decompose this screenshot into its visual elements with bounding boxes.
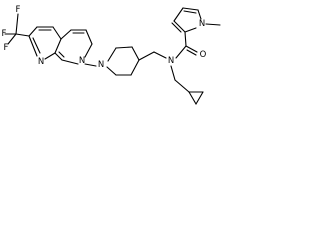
bonds	[4, 7, 221, 105]
bond-naph-pip	[84, 63, 97, 67]
bond-carbonyl-pyrrole	[184, 31, 187, 47]
bond-naph-a	[28, 26, 38, 37]
atom-n-piperidine: N	[98, 60, 104, 70]
bond-naph-c	[52, 26, 62, 40]
atom-n-amide: N	[168, 56, 174, 66]
atom-o-carbonyl: O	[200, 50, 207, 60]
atom-n-naphthyridine-lower: N	[38, 57, 44, 67]
atom-n-pyrrole: N	[199, 19, 205, 29]
bond-pip-ch2	[138, 51, 155, 61]
bond-namide-carbonyl	[175, 45, 187, 59]
bond-cp-b	[195, 91, 204, 105]
bond-pyr-c	[182, 7, 199, 11]
atom-f-bottom: F	[4, 43, 9, 53]
bond-naph-f2	[32, 37, 41, 54]
bond-pyr-a2	[171, 22, 182, 33]
bond-pyrrole-methyl	[205, 23, 221, 26]
bond-naph-l2	[58, 51, 65, 58]
bond-cf3-f-top	[15, 13, 19, 35]
atom-n-naphthyridine-right: N	[79, 56, 85, 66]
bond-pip-f	[106, 66, 117, 76]
bond-cf3-ring	[15, 33, 30, 37]
atom-f-left: F	[2, 29, 7, 39]
bond-naph-f	[28, 35, 38, 57]
bond-naph-j	[84, 43, 93, 58]
molecule-structure: F F F N N N N O N	[2, 5, 221, 105]
bond-ch2-namide	[153, 51, 167, 59]
bond-pip-b	[115, 46, 133, 49]
atom-labels: F F F N N N N O N	[2, 5, 207, 70]
bond-carbonyl-o	[185, 45, 198, 53]
bond-pyr-b	[173, 7, 184, 22]
bond-naph-l	[54, 52, 63, 61]
bond-namide-ch2	[170, 65, 176, 81]
bond-cf3-f-bottom	[7, 33, 17, 45]
bond-naph-g	[60, 29, 72, 40]
atom-f-top: F	[16, 5, 21, 15]
bond-naph-k	[61, 59, 79, 65]
bond-ch2-cyclopropyl	[174, 79, 190, 93]
bond-pip-d	[130, 59, 140, 76]
bond-cp-c	[188, 91, 197, 105]
bond-carbonyl-o2	[186, 49, 197, 56]
bond-pyr-c2	[183, 10, 197, 14]
bond-pyr-a	[173, 20, 186, 33]
bond-pyr-d	[197, 9, 202, 20]
bond-naph-i	[85, 29, 93, 45]
bond-naph-d	[54, 38, 62, 54]
bond-pip-a	[107, 47, 117, 62]
bond-pip-c	[131, 46, 140, 61]
bond-pyr-e	[184, 27, 197, 33]
bond-naph-e	[44, 52, 56, 60]
